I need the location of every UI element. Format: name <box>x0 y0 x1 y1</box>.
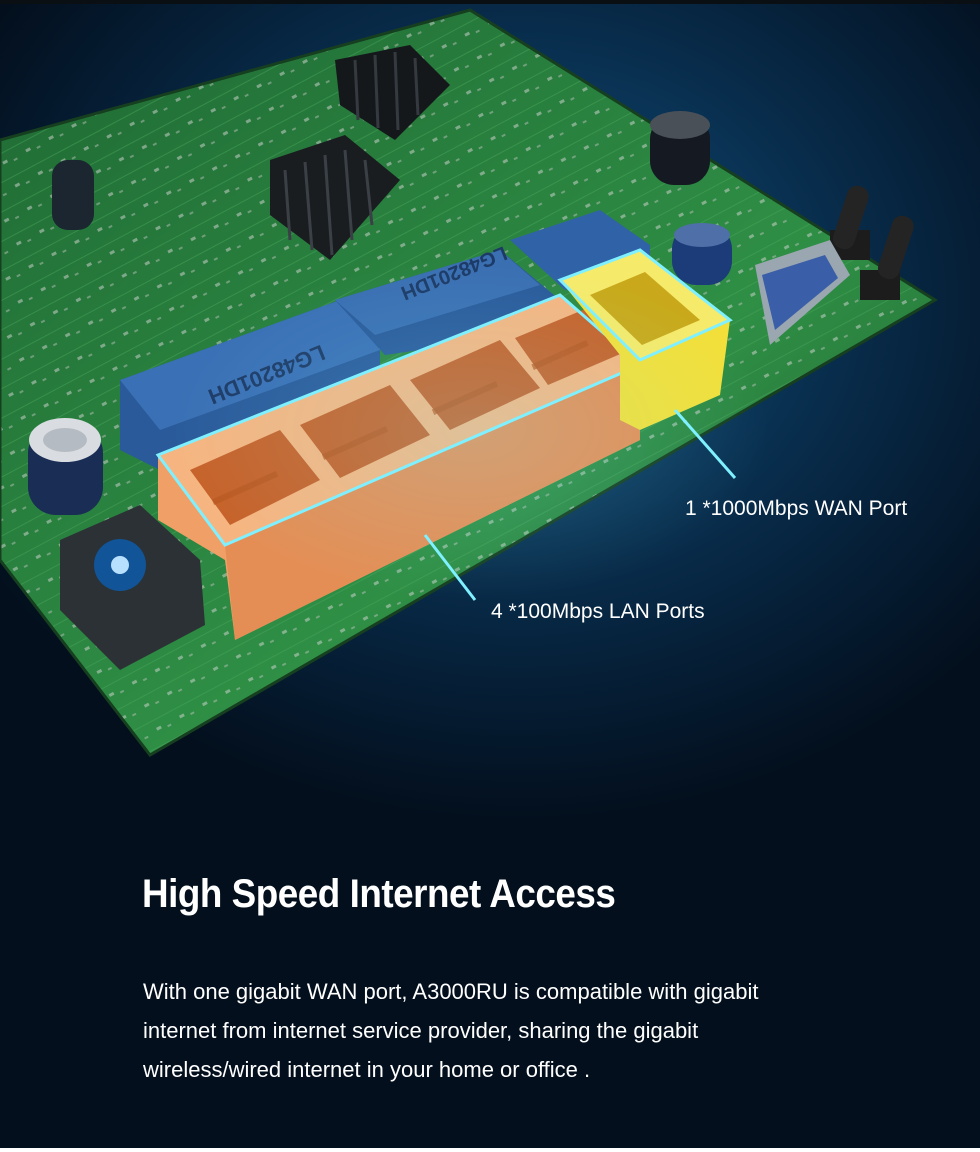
bottom-border <box>0 1148 980 1152</box>
description-line-3: wireless/wired internet in your home or … <box>143 1057 591 1082</box>
feature-description: With one gigabit WAN port, A3000RU is co… <box>143 972 863 1089</box>
usb-port <box>755 240 850 345</box>
description-line-2: internet from internet service provider,… <box>143 1018 699 1043</box>
capacitor-top-right <box>650 111 710 185</box>
dc-power-jack <box>60 505 205 670</box>
capacitor-small <box>52 160 94 230</box>
wan-port-callout: 1 *1000Mbps WAN Port <box>685 497 908 520</box>
capacitor-mid <box>672 223 732 285</box>
feature-title: High Speed Internet Access <box>142 872 616 916</box>
button-switch-2 <box>860 215 914 300</box>
heatsink-large <box>270 135 400 260</box>
top-border <box>0 0 980 4</box>
router-board-illustration: LG48201DH LG48201DH <box>0 8 938 757</box>
capacitor-left <box>28 418 103 515</box>
description-line-1: With one gigabit WAN port, A3000RU is co… <box>143 979 759 1004</box>
heatsink-small <box>335 45 450 140</box>
button-switch-1 <box>830 185 870 260</box>
lan-ports-callout: 4 *100Mbps LAN Ports <box>491 600 705 623</box>
